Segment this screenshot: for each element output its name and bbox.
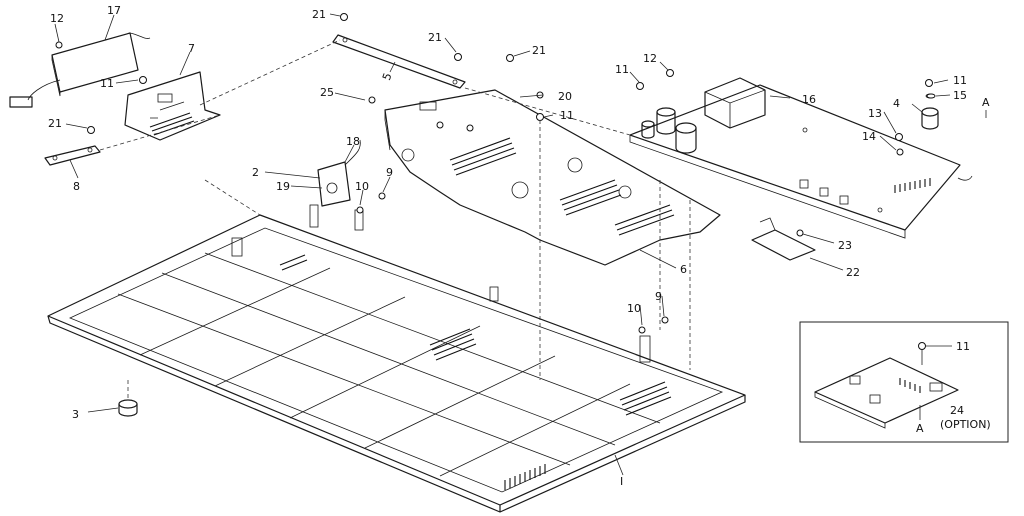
alignment-lines [99,39,691,400]
callout-22: 22 [846,266,860,279]
callout-6: 6 [680,263,687,276]
small-pcb-17 [9,32,151,108]
callout-option: (OPTION) [940,418,991,431]
callout-16: 16 [802,93,816,106]
main-pcb-16 [629,77,973,239]
callout-9: 9 [386,166,393,179]
callout-19: 19 [276,180,290,193]
callout-2: 2 [252,166,259,179]
callout-11: 11 [100,77,114,90]
callout-4: 4 [893,97,900,110]
callout-7: 7 [188,42,195,55]
callout-21: 21 [532,44,546,57]
callout-20: 20 [558,90,572,103]
callout-8: 8 [73,180,80,193]
callout-11: 11 [560,109,574,122]
callout-15: 15 [953,89,967,102]
callout-5: 5 [380,71,395,82]
callout-12: 12 [50,12,64,25]
plate-8 [44,145,101,166]
bar-5 [332,34,466,89]
callout-A: A [982,96,990,109]
callout-10: 10 [627,302,641,315]
callout-11: 11 [953,74,967,87]
callout-A: A [916,422,924,435]
callout-12: 12 [643,52,657,65]
callout-18: 18 [346,135,360,148]
base-tray [47,204,746,513]
callout-21: 21 [48,117,62,130]
bracket-7 [124,71,221,141]
rubber-foot [118,399,138,417]
callout-9: 9 [655,290,662,303]
screws [55,13,936,350]
callout-11: 11 [956,340,970,353]
callout-13: 13 [868,107,882,120]
callouts: 12 17 7 11 21 8 21 21 21 5 25 20 11 18 2… [48,4,991,488]
callout-21: 21 [312,8,326,21]
callout-10: 10 [355,180,369,193]
callout-14: 14 [862,130,876,143]
callout-21: 21 [428,31,442,44]
callout-23: 23 [838,239,852,252]
callout-3: 3 [72,408,79,421]
callout-17: 17 [107,4,121,17]
callout-24: 24 [950,404,964,417]
callout-25: 25 [320,86,334,99]
inset-option-box [799,321,1009,443]
switch-assembly [317,139,361,207]
callout-1: I [620,475,623,488]
leader-lines [54,13,987,476]
spacer-4 [921,93,939,130]
bracket-22 [751,217,816,261]
callout-11: 11 [615,63,629,76]
